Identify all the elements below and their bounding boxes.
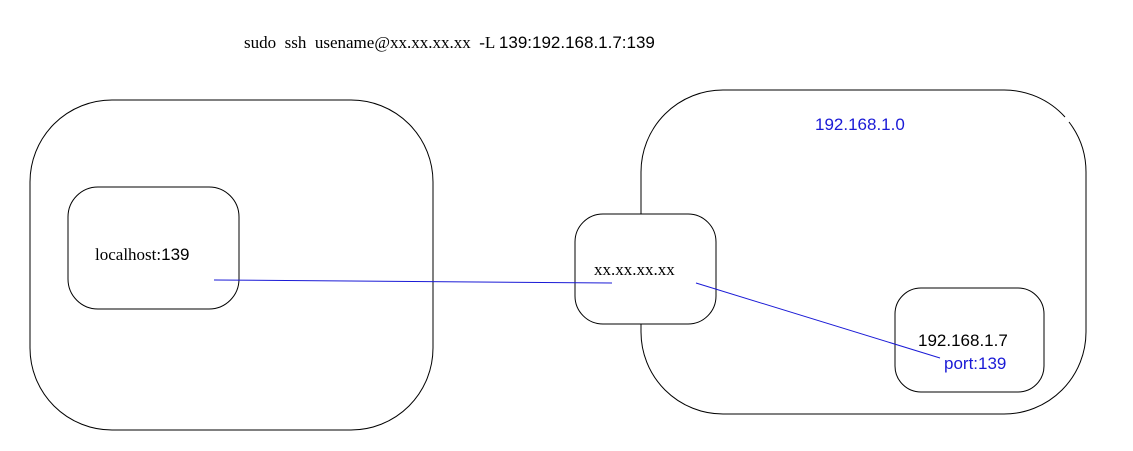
local-machine-box (29, 99, 434, 431)
tunnel-link-local-to-gateway (213, 279, 613, 284)
network-label: 192.168.1.0 (815, 115, 905, 134)
localhost-box (67, 186, 240, 310)
localhost-label: localhost:139 (95, 245, 189, 264)
tunnel-link-gateway-to-target (695, 282, 941, 359)
ssh-command-forward: 139:192.168.1.7:139 (499, 33, 655, 52)
target-ip-label: 192.168.1.7 (918, 331, 1008, 350)
ssh-command: sudo ssh usename@xx.xx.xx.xx -L 139:192.… (244, 33, 655, 52)
ssh-command-main: sudo ssh usename@xx.xx.xx.xx -L (244, 33, 499, 52)
localhost-label-port: 139 (161, 245, 189, 264)
target-port-label: port:139 (944, 354, 1006, 373)
localhost-label-host: localhost: (95, 245, 161, 264)
target-host-box (894, 287, 1045, 393)
remote-network-box (640, 89, 1087, 415)
gateway-label: xx.xx.xx.xx (594, 260, 675, 279)
gateway-box (574, 213, 717, 325)
